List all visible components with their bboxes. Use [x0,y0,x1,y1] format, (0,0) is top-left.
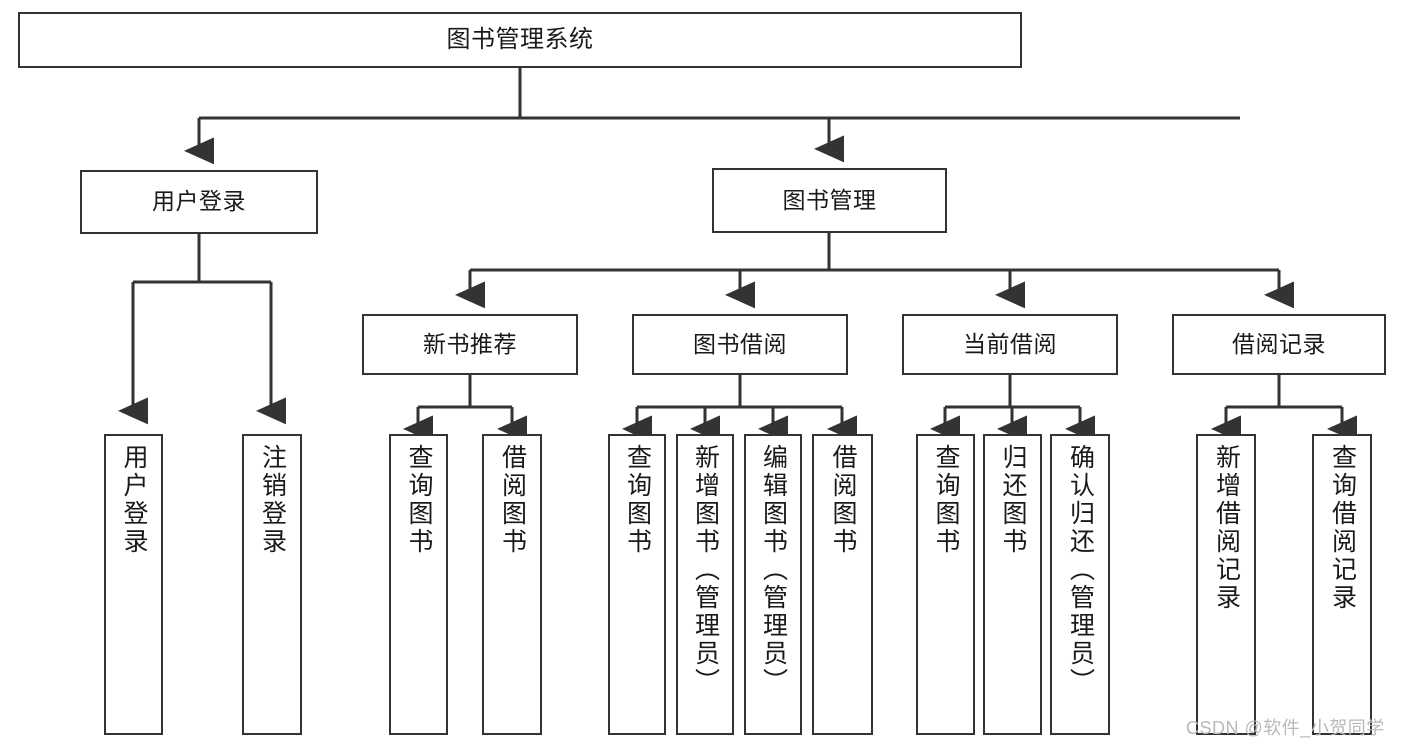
node-label: 用户登录 [120,444,148,556]
node-label: 借阅记录 [1232,330,1326,357]
node-label: 注销登录 [258,444,287,556]
node-label: 当前借阅 [963,330,1057,357]
leaf-query-book[interactable]: 查询图书 [608,434,666,735]
node-root-system[interactable]: 图书管理系统 [18,12,1022,68]
node-current-borrow[interactable]: 当前借阅 [902,314,1118,375]
leaf-add-borrow-record[interactable]: 新增借阅记录 [1196,434,1256,735]
node-label: 图书管理系统 [446,25,594,53]
leaf-borrow-book[interactable]: 借阅图书 [812,434,873,735]
node-label: 查询图书 [405,444,433,556]
node-book-management[interactable]: 图书管理 [712,168,947,233]
csdn-watermark: CSDN @软件_小贺同学 [1186,718,1385,738]
leaf-user-login[interactable]: 用户登录 [104,434,163,735]
leaf-return-book[interactable]: 归还图书 [983,434,1042,735]
leaf-query-book-current[interactable]: 查询图书 [916,434,975,735]
node-label: 查询图书 [932,444,960,556]
node-label: 新书推荐 [423,330,517,357]
node-label: 用户登录 [152,188,246,215]
leaf-confirm-return-admin[interactable]: 确认归还（管理员） [1050,434,1110,735]
node-user-login[interactable]: 用户登录 [80,170,318,234]
node-label: 借阅图书 [498,444,527,556]
node-label: 图书借阅 [693,330,787,357]
node-label: 新增借阅记录 [1212,444,1241,612]
node-label: 编辑图书（管理员） [759,444,788,696]
node-label: 新增图书（管理员） [691,444,720,696]
node-borrow-record[interactable]: 借阅记录 [1172,314,1386,375]
leaf-user-logout[interactable]: 注销登录 [242,434,302,735]
node-new-book-recommend[interactable]: 新书推荐 [362,314,578,375]
node-book-borrow[interactable]: 图书借阅 [632,314,848,375]
node-label: 借阅图书 [829,444,857,556]
node-label: 确认归还（管理员） [1066,444,1095,696]
node-label: 查询图书 [623,444,652,556]
leaf-edit-book-admin[interactable]: 编辑图书（管理员） [744,434,802,735]
node-label: 图书管理 [782,186,877,213]
node-label: 查询借阅记录 [1328,444,1357,612]
node-label: 归还图书 [999,444,1027,556]
leaf-borrow-book-recommend[interactable]: 借阅图书 [482,434,542,735]
leaf-query-borrow-record[interactable]: 查询借阅记录 [1312,434,1372,735]
leaf-query-book-recommend[interactable]: 查询图书 [389,434,448,735]
leaf-add-book-admin[interactable]: 新增图书（管理员） [676,434,734,735]
